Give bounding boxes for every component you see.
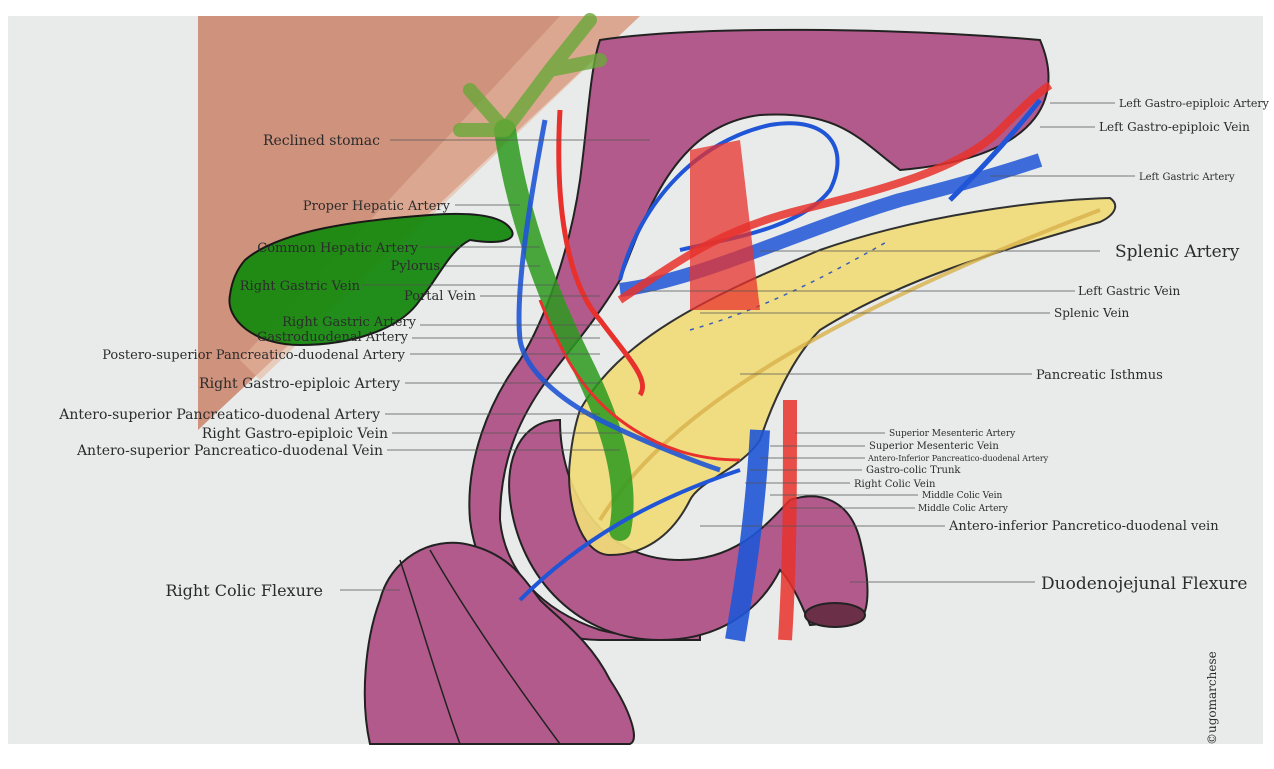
label-gastro-colic-trunk: Gastro-colic Trunk <box>866 465 961 476</box>
label-duodenojejunal-flexure: Duodenojejunal Flexure <box>1041 574 1247 594</box>
label-portal-vein: Portal Vein <box>404 289 477 304</box>
label-antero-superior-pd-artery: Antero-superior Pancreatico-duodenal Art… <box>58 407 380 423</box>
label-gastroduodenal-artery: Gastroduodenal Artery <box>257 330 409 345</box>
label-splenic-artery: Splenic Artery <box>1115 242 1240 262</box>
label-left-gastro-epiploic-artery: Left Gastro-epiploic Artery <box>1119 97 1270 110</box>
label-left-gastric-artery: Left Gastric Artery <box>1139 172 1235 183</box>
label-proper-hepatic-artery: Proper Hepatic Artery <box>303 199 451 214</box>
label-middle-colic-vein: Middle Colic Vein <box>922 491 1003 501</box>
superior-mesenteric-artery <box>785 400 790 640</box>
label-left-gastric-vein: Left Gastric Vein <box>1078 284 1180 298</box>
label-postero-superior-pd-artery: Postero-superior Pancreatico-duodenal Ar… <box>102 348 405 363</box>
label-pancreatic-isthmus: Pancreatic Isthmus <box>1036 368 1163 383</box>
label-antero-inferior-pd-vein: Antero-inferior Pancretico-duodenal vein <box>948 519 1219 534</box>
jejunum-stump <box>805 603 865 627</box>
label-antero-superior-pd-vein: Antero-superior Pancreatico-duodenal Vei… <box>76 443 383 459</box>
label-superior-mesenteric-vein: Superior Mesenteric Vein <box>869 441 999 452</box>
credit-text: ©ugomarchese <box>1205 651 1219 745</box>
label-left-gastro-epiploic-vein: Left Gastro-epiploic Vein <box>1099 120 1250 134</box>
label-right-gastric-vein: Right Gastric Vein <box>240 279 361 294</box>
label-right-gastro-epiploic-vein: Right Gastro-epiploic Vein <box>202 426 388 442</box>
label-pylorus: Pylorus <box>391 259 440 274</box>
label-right-colic-vein: Right Colic Vein <box>854 479 936 490</box>
label-right-colic-flexure: Right Colic Flexure <box>165 581 323 600</box>
label-superior-mesenteric-artery: Superior Mesenteric Artery <box>889 429 1016 439</box>
label-middle-colic-artery: Middle Colic Artery <box>918 504 1009 514</box>
label-right-gastric-artery: Right Gastric Artery <box>282 315 417 330</box>
label-right-gastro-epiploic-artery: Right Gastro-epiploic Artery <box>199 376 400 392</box>
label-splenic-vein: Splenic Vein <box>1054 306 1129 320</box>
label-antero-inferior-pd-artery: Antero-Inferior Pancreatico-duodenal Art… <box>867 454 1049 463</box>
label-common-hepatic-artery: Common Hepatic Artery <box>257 241 418 256</box>
label-reclined-stomac: Reclined stomac <box>263 133 380 149</box>
